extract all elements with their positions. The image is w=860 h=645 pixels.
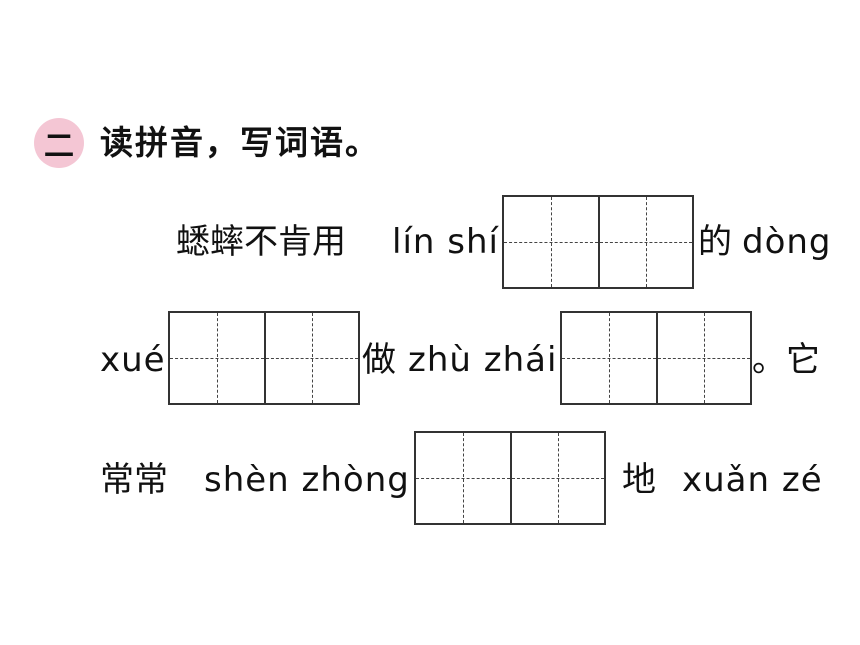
pinyin-xue: xué [100, 340, 166, 380]
text-changchang: 常常 [100, 460, 168, 500]
answer-grid-zhu-zhai[interactable] [560, 311, 752, 405]
pinyin-xuan-ze: xuǎn zé [682, 460, 823, 500]
grid-cell[interactable] [416, 433, 510, 523]
text-l2-suffix: 。它 [752, 340, 820, 380]
text-zuo: 做 [362, 340, 396, 380]
grid-cell[interactable] [264, 313, 358, 403]
section-title: 读拼音，写词语。 [100, 123, 380, 162]
pinyin-shen-zhong: shèn zhòng [204, 460, 410, 500]
pinyin-zhu-zhai: zhù zhái [408, 340, 558, 380]
grid-cell[interactable] [510, 433, 604, 523]
grid-cell[interactable] [656, 313, 750, 403]
answer-grid-lin-shi[interactable] [502, 195, 694, 289]
grid-cell[interactable] [598, 197, 692, 287]
grid-cell[interactable] [562, 313, 656, 403]
grid-cell[interactable] [504, 197, 598, 287]
section-badge: 二 [34, 118, 84, 168]
section-number: 二 [44, 129, 74, 164]
answer-grid-dong-xue[interactable] [168, 311, 360, 405]
pinyin-dong: dòng [742, 222, 832, 262]
pinyin-lin-shi: lín shí [392, 222, 499, 262]
answer-grid-shen-zhong[interactable] [414, 431, 606, 525]
text-di: 地 [622, 460, 656, 500]
grid-cell[interactable] [170, 313, 264, 403]
text-l1-suffix: 的 [698, 222, 732, 262]
text-l1-prefix: 蟋蟀不肯用 [176, 222, 346, 262]
